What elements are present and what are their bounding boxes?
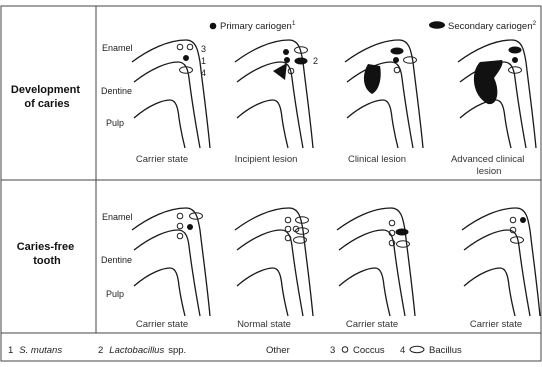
coccus-icon (389, 220, 395, 226)
caption-normal-state: Normal state (237, 319, 291, 330)
dentine-outline (134, 62, 200, 148)
pulp-outline (134, 268, 185, 316)
coccus-icon (177, 233, 183, 239)
carious-lesion (474, 60, 503, 104)
pulp-outline (347, 100, 398, 148)
dentine-label: Dentine (101, 86, 132, 96)
primary-cariogen-label: Primary cariogen1 (220, 20, 296, 32)
enamel-outline (132, 208, 210, 316)
secondary-cariogen-icon (429, 21, 445, 29)
lactobacillus-icon (295, 58, 308, 65)
pulp-outline (339, 268, 390, 316)
coccus-label: Coccus (353, 345, 385, 356)
enamel-label: Enamel (102, 212, 133, 222)
number-2-label: 2 (313, 56, 318, 66)
dentine-outline (134, 230, 200, 316)
bacillus-icon (410, 346, 424, 352)
number-3-label: 3 (201, 44, 206, 54)
coccus-icon (285, 226, 291, 232)
number-3-footer: 3 (330, 345, 335, 356)
s-mutans-icon (183, 55, 189, 61)
coccus-icon (342, 347, 348, 353)
s-mutans-icon (283, 49, 289, 55)
number-4-footer: 4 (400, 345, 405, 356)
dentine-outline (237, 62, 303, 148)
other-label: Other (266, 345, 290, 356)
caption-incipient-lesion: Incipient lesion (235, 154, 298, 165)
coccus-icon (510, 217, 516, 223)
coccus-icon (285, 217, 291, 223)
pulp-outline (237, 100, 288, 148)
lactobacillus-icon (396, 229, 409, 236)
pulp-label: Pulp (106, 118, 124, 128)
s-mutans-icon (512, 57, 518, 63)
caption-carrier-state: Carrier state (346, 319, 398, 330)
s-mutans-icon (284, 57, 290, 63)
number-1-label: 1 (201, 56, 206, 66)
enamel-outline (132, 40, 210, 148)
enamel-outline (235, 208, 313, 316)
enamel-outline (345, 40, 423, 148)
bacillus-label: Bacillus (429, 345, 462, 356)
carious-lesion (273, 63, 287, 80)
s-mutans-icon (520, 217, 526, 223)
caption-clinical-lesion: Clinical lesion (348, 154, 406, 165)
caption-carrier-state: Carrier state (136, 154, 188, 165)
pulp-outline (237, 268, 288, 316)
enamel-label: Enamel (102, 43, 133, 53)
caption-carrier-state: Carrier state (136, 319, 188, 330)
bacillus-icon (509, 67, 522, 73)
pulp-outline (464, 268, 515, 316)
pulp-outline (134, 100, 185, 148)
s-mutans-icon (393, 57, 399, 63)
coccus-icon (177, 44, 183, 50)
coccus-icon (394, 67, 400, 73)
coccus-icon (177, 223, 183, 229)
row-title-caries-free: Caries-free tooth (17, 241, 78, 267)
pulp-label: Pulp (106, 289, 124, 299)
lactobacillus-icon (509, 47, 522, 54)
enamel-outline (235, 40, 313, 148)
tooth-illustrations (132, 40, 540, 316)
bacillus-icon (397, 241, 410, 247)
header-legend: Primary cariogen1 Secondary cariogen2 (210, 20, 537, 32)
lactobacillus-icon (391, 48, 404, 55)
caption-carrier-state: Carrier state (470, 319, 522, 330)
enamel-outline (462, 208, 540, 316)
s-mutans-icon (187, 224, 193, 230)
coccus-icon (187, 44, 193, 50)
dentine-outline (237, 230, 303, 316)
secondary-cariogen-label: Secondary cariogen2 (448, 20, 537, 32)
number-4-label: 4 (201, 68, 206, 78)
primary-cariogen-icon (210, 23, 217, 30)
caption-advanced-clinical-lesion: Advanced clinical lesion (451, 154, 527, 177)
row-title-development: Development of caries (11, 84, 83, 110)
carious-lesion (364, 64, 381, 94)
pulp-outline (460, 100, 511, 148)
outer-frame (1, 6, 541, 361)
dentine-label: Dentine (101, 255, 132, 265)
enamel-outline (337, 208, 415, 316)
bacillus-icon (404, 57, 417, 63)
coccus-icon (177, 213, 183, 219)
